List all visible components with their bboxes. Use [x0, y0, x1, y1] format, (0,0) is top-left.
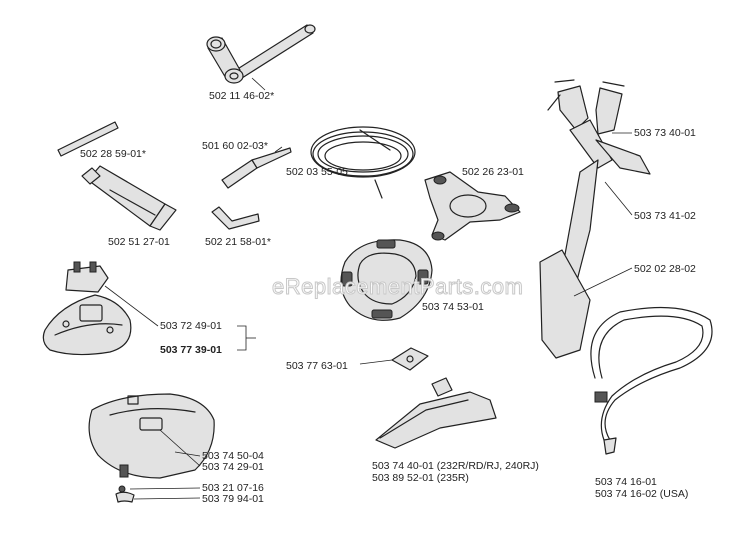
grease-tube-drawing — [81, 165, 177, 231]
watermark-text: eReplacementParts.com — [271, 274, 524, 300]
shield-kit-drawing — [340, 239, 433, 321]
trimmer-line-drawing — [310, 126, 416, 199]
rod-drawing — [57, 121, 119, 157]
part-number-502-51-27-01: 502 51 27-01 — [108, 236, 170, 248]
drift-pin-drawing — [221, 147, 292, 189]
part-number-503-73-40-01: 503 73 40-01 — [634, 127, 696, 139]
part-number-502-21-58-01: 502 21 58-01* — [205, 236, 271, 248]
clamp-bracket-drawing — [65, 261, 109, 293]
part-number-502-28-59-01: 502 28 59-01* — [80, 148, 146, 160]
part-number-503-21-07-16: 503 21 07-16 — [202, 482, 264, 494]
hex-key-drawing — [211, 206, 260, 230]
harness-drawing — [539, 79, 651, 359]
screw-drawing — [115, 485, 135, 503]
part-number-503-89-52-01: 503 89 52-01 (235R) — [372, 472, 469, 484]
part-number-502-02-28-02: 502 02 28-02 — [634, 263, 696, 275]
part-number-503-74-29-01: 503 74 29-01 — [202, 461, 264, 473]
combination-wrench-drawing — [206, 24, 316, 84]
part-number-503-77-63-01: 503 77 63-01 — [286, 360, 348, 372]
part-number-503-77-39-01: 503 77 39-01 — [160, 344, 222, 356]
blade-guard-drawing — [88, 393, 215, 479]
part-number-503-74-16-02: 503 74 16-02 (USA) — [595, 488, 689, 500]
part-number-502-03-55-05: 502 03 55-05 — [286, 166, 348, 178]
part-number-502-11-46-02: 502 11 46-02* — [209, 90, 275, 102]
grass-guard-drawing — [42, 294, 132, 356]
part-number-503-73-41-02: 503 73 41-02 — [634, 210, 696, 222]
part-number-503-74-53-01: 503 74 53-01 — [422, 301, 484, 313]
long-guard-drawing — [375, 377, 497, 449]
part-number-502-26-23-01: 502 26 23-01 — [462, 166, 524, 178]
part-number-503-79-94-01: 503 79 94-01 — [202, 493, 264, 505]
part-number-503-74-16-01: 503 74 16-01 — [595, 476, 657, 488]
part-number-503-72-49-01: 503 72 49-01 — [160, 320, 222, 332]
adapter-plate-drawing — [391, 347, 429, 371]
support-cup-drawing — [424, 171, 521, 241]
part-number-501-60-02-03: 501 60 02-03* — [202, 140, 268, 152]
part-number-503-74-50-04: 503 74 50-04 — [202, 450, 264, 462]
part-number-503-74-40-01: 503 74 40-01 (232R/RD/RJ, 240RJ) — [372, 460, 539, 472]
shoulder-strap-drawing — [590, 306, 713, 455]
